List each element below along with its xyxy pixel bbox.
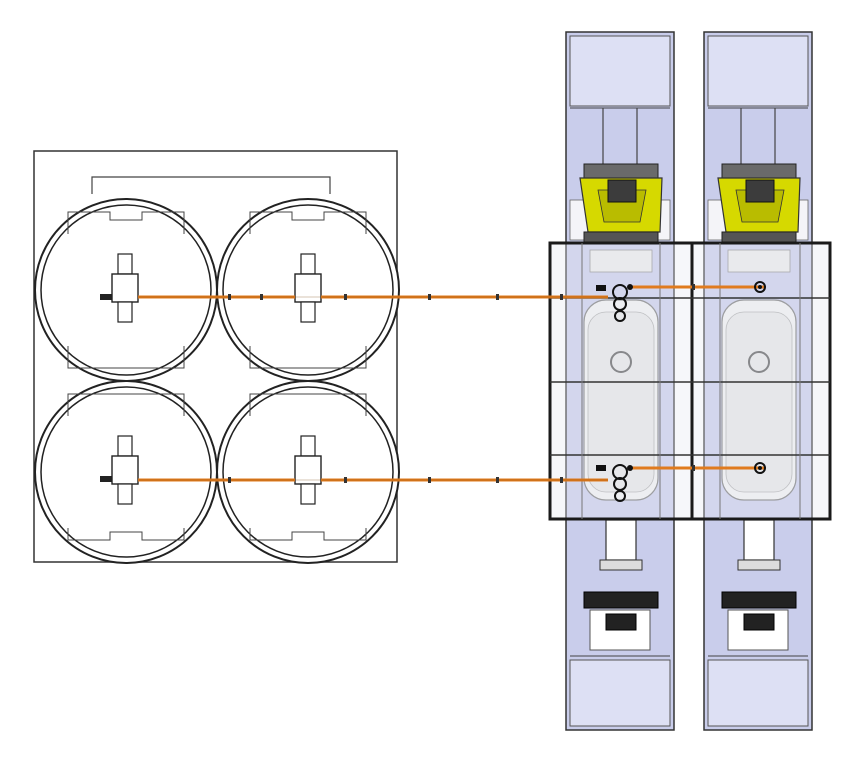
- storage-tank-bottom-right: [216, 380, 400, 564]
- loading-arm-lower-left: [596, 464, 633, 502]
- tank-valve-top-right: [294, 253, 322, 323]
- tank-valve-bottom-right: [294, 435, 322, 505]
- storage-tank-bottom-left: [34, 380, 218, 564]
- loading-arm-upper-right: [754, 281, 766, 293]
- storage-tank-top-right: [216, 198, 400, 382]
- tanker-truck-left: [579, 163, 663, 631]
- storage-tank-top-left: [34, 198, 218, 382]
- tanker-truck-right: [717, 163, 801, 631]
- loading-gantry-frame: [548, 241, 832, 521]
- truck-cab-right: [717, 163, 801, 243]
- tank-valve-bottom-left: [100, 435, 139, 505]
- loading-arm-upper-left: [596, 284, 633, 322]
- truck-cab-left: [579, 163, 663, 243]
- tank-valve-top-left: [100, 253, 139, 323]
- transfer-line-upper: [138, 284, 764, 300]
- transfer-line-lower: [138, 465, 764, 483]
- loading-arm-lower-right: [754, 462, 766, 474]
